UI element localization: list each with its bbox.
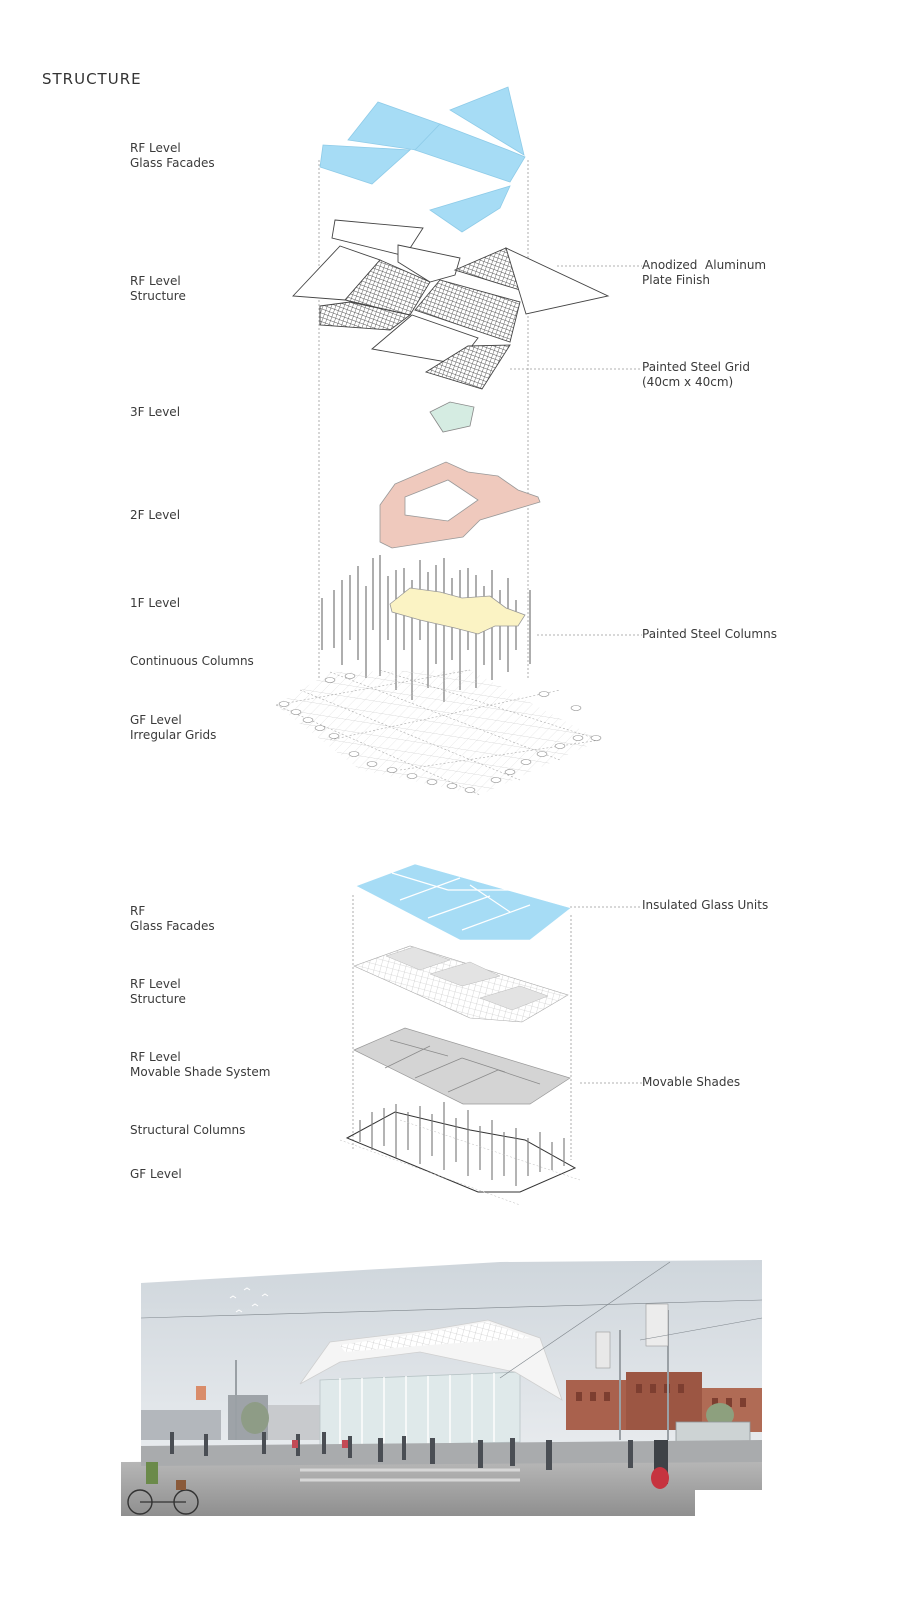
street-rendering [121,1260,763,1516]
label-painted-steel-columns: Painted Steel Columns [642,627,777,641]
rf-glass-units [355,863,572,941]
label-gf-irregular-grids: GF Level Irregular Grids [130,713,217,742]
structural-columns-bottom [339,1102,581,1206]
label-3f-level: 3F Level [130,405,181,419]
label-insulated-glass-units: Insulated Glass Units [642,898,769,912]
label-rf-structure: RF Level Structure [130,274,186,303]
label-structural-columns: Structural Columns [130,1123,246,1137]
movable-shades [353,1027,571,1105]
label-1f-level: 1F Level [130,596,181,610]
label-2f-level: 2F Level [130,508,181,522]
level-1f-slab [389,587,526,635]
guide-lines-bottom [352,895,642,1160]
rf-glass-panels [319,86,526,233]
label-gf-level: GF Level [130,1167,182,1181]
label-rf-glass-facades: RF Level Glass Facades [130,141,215,170]
label-movable-shades: Movable Shades [642,1075,741,1089]
page-title: STRUCTURE [42,70,142,88]
label-rf-movable-shade: RF Level Movable Shade System [130,1050,271,1079]
label-rf-glass-facades-2: RF Glass Facades [130,904,215,933]
level-3f-slab [429,401,475,433]
gf-irregular-grid [275,669,602,796]
label-continuous-columns: Continuous Columns [130,654,254,668]
rf-structure-grid [353,945,569,1023]
label-painted-steel-grid: Painted Steel Grid (40cm x 40cm) [642,360,750,389]
rf-structure-plates [292,219,610,390]
label-rf-structure-2: RF Level Structure [130,977,186,1006]
level-2f-slab [379,461,541,549]
label-anodized-aluminum: Anodized Aluminum Plate Finish [642,258,767,287]
guide-lines-top [318,160,642,680]
